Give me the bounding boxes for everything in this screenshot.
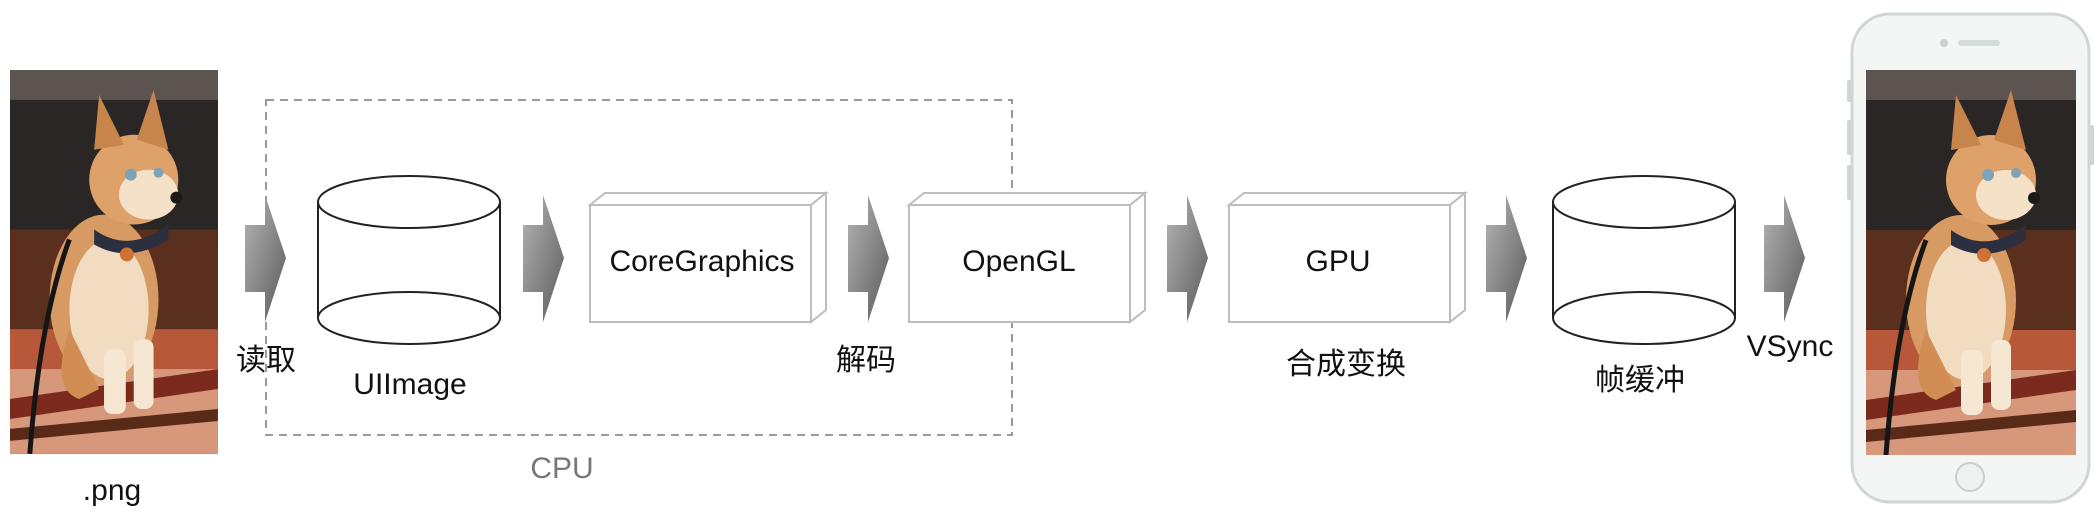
framebuffer-cylinder [1552,175,1736,345]
gpu-label: GPU [1305,245,1371,278]
opengl-box [906,190,1148,325]
source-image [10,70,218,454]
arrow-vsync [1764,195,1805,322]
coregraphics-box [587,190,829,325]
arrow-opengl-to-gpu [1167,195,1208,322]
uiimage-cylinder [317,175,501,345]
arrow-read [245,195,286,322]
source-caption: .png [82,474,142,507]
arrow-compose [1486,195,1527,322]
step-read-label: 读取 [236,344,296,377]
vsync-label: VSync [1746,330,1834,363]
uiimage-label: UIImage [353,368,467,401]
decode-label: 解码 [836,344,896,377]
opengl-label: OpenGL [962,245,1076,278]
iphone-icon [1847,12,2094,504]
coregraphics-label: CoreGraphics [609,245,795,278]
gpu-box [1226,190,1468,325]
arrow-uiimage-to-coregraphics [523,195,564,322]
compose-label: 合成变换 [1286,348,1406,381]
framebuffer-label: 帧缓冲 [1595,364,1685,397]
arrow-decode [848,195,889,322]
cpu-group-label: CPU [530,452,594,485]
